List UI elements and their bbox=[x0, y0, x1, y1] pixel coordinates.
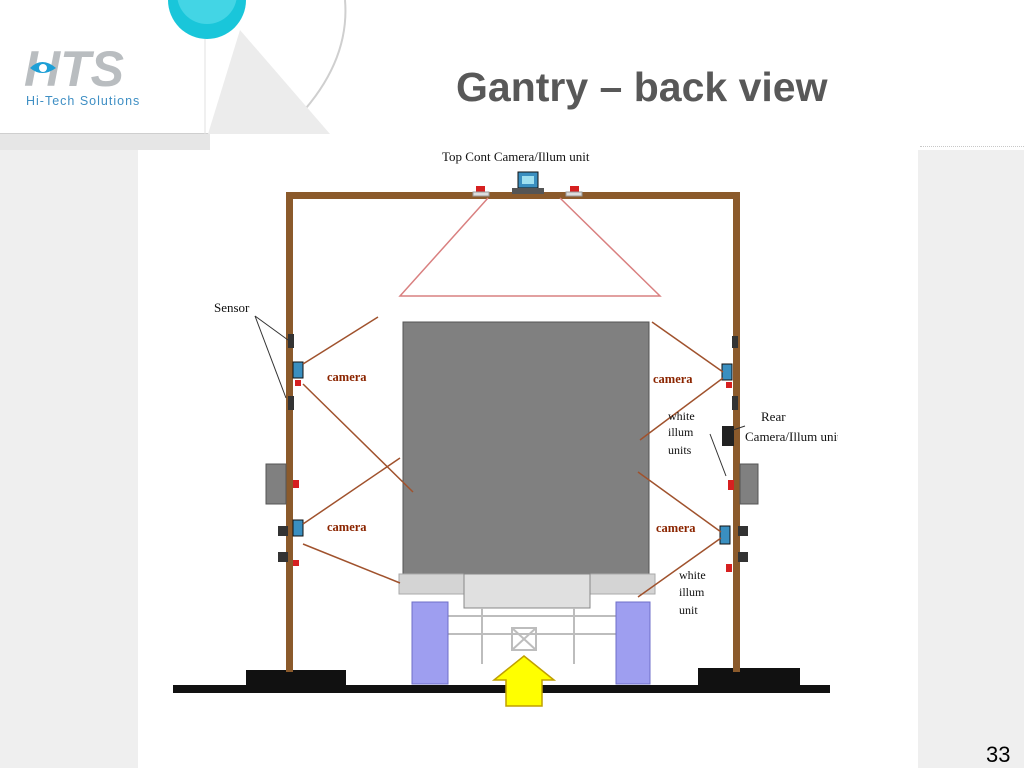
camera-icon bbox=[292, 519, 304, 537]
slide-title: Gantry – back view bbox=[456, 64, 828, 110]
sensor-icon bbox=[728, 480, 734, 490]
truck-chassis bbox=[444, 608, 618, 664]
camera-right-lower-label: camera bbox=[656, 521, 696, 535]
ground-line bbox=[173, 685, 830, 693]
svg-text:illum: illum bbox=[668, 425, 694, 439]
hts-logo: HTS bbox=[24, 44, 124, 94]
camera-left-lower-label: camera bbox=[327, 520, 367, 534]
sensor-icon bbox=[726, 564, 732, 572]
svg-text:white: white bbox=[668, 409, 695, 423]
left-side-box bbox=[265, 463, 287, 505]
rear-camera-icon bbox=[722, 426, 734, 446]
gantry-diagram: Top Cont Camera/Illum unit Sensor camera… bbox=[173, 149, 838, 707]
camera-view-lines bbox=[302, 316, 724, 598]
svg-text:unit: unit bbox=[679, 603, 698, 617]
white-illum-unit-label: white illum unit bbox=[679, 568, 706, 617]
gantry-frame bbox=[286, 192, 740, 672]
logo-tagline: Hi-Tech Solutions bbox=[26, 94, 141, 108]
right-gray-band bbox=[918, 150, 1024, 768]
slide-number: 33 bbox=[986, 742, 1011, 767]
header-divider bbox=[0, 133, 210, 134]
svg-text:illum: illum bbox=[679, 585, 705, 599]
svg-text:units: units bbox=[668, 443, 692, 457]
sensor-icon bbox=[295, 380, 301, 386]
sensor-icon bbox=[570, 186, 579, 193]
right-side-box bbox=[739, 463, 759, 505]
left-wheel bbox=[411, 601, 449, 685]
camera-icon bbox=[719, 525, 731, 545]
sensor-icon bbox=[726, 382, 732, 388]
sensor-icon bbox=[476, 186, 485, 193]
svg-text:white: white bbox=[679, 568, 706, 582]
camera-icon bbox=[721, 363, 733, 381]
left-side-units bbox=[278, 334, 304, 566]
header-band bbox=[0, 134, 210, 150]
dotted-divider bbox=[920, 146, 1024, 147]
top-unit-label: Top Cont Camera/Illum unit bbox=[442, 149, 590, 164]
top-camera-illum-unit bbox=[472, 171, 583, 197]
label-pointer-lines bbox=[254, 315, 746, 477]
camera-left-upper-label: camera bbox=[327, 370, 367, 384]
decorative-swoosh bbox=[168, 0, 347, 134]
sensor-icon bbox=[293, 560, 299, 566]
direction-arrow-icon bbox=[491, 655, 557, 707]
left-gray-band bbox=[0, 150, 138, 768]
right-footing bbox=[698, 668, 800, 688]
right-side-units bbox=[719, 336, 748, 572]
sensor-icon bbox=[293, 480, 299, 488]
truck-rear-plate bbox=[463, 573, 591, 609]
right-wheel bbox=[615, 601, 651, 685]
camera-right-upper-label: camera bbox=[653, 372, 693, 386]
truck-body bbox=[402, 321, 650, 575]
white-illum-units-label: white illum units bbox=[668, 409, 695, 457]
camera-icon bbox=[292, 361, 304, 379]
left-footing bbox=[246, 670, 346, 688]
sensor-label: Sensor bbox=[214, 300, 250, 315]
rear-unit-label: Rear Camera/Illum unit bbox=[745, 409, 838, 444]
svg-text:Rear: Rear bbox=[761, 409, 786, 424]
top-illumination-cone bbox=[398, 197, 662, 297]
svg-text:Camera/Illum unit: Camera/Illum unit bbox=[745, 429, 838, 444]
